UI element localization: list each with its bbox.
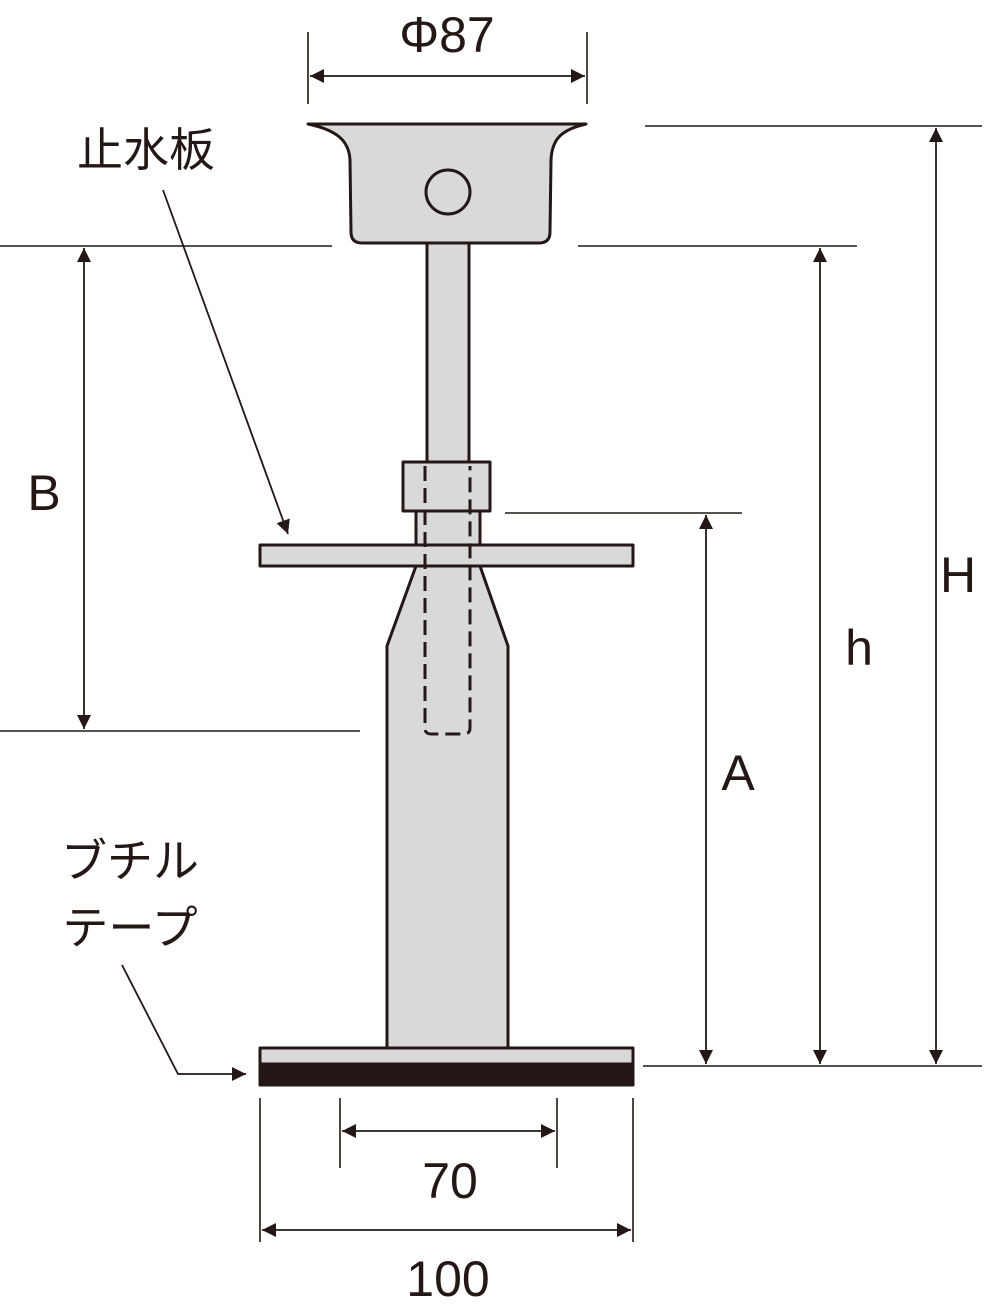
butyl-tape-label-line1: ブチル <box>61 834 199 888</box>
dim-H-label: H <box>940 547 976 603</box>
extension-lines <box>0 32 982 1242</box>
adjust-nut <box>401 460 492 513</box>
butyl-tape-leader <box>121 964 246 1081</box>
dim-A-label: A <box>721 745 755 801</box>
support-body <box>385 564 510 1050</box>
butyl-tape <box>258 1062 635 1087</box>
hidden-thread-outline <box>423 466 472 736</box>
top-diameter-label: Φ87 <box>399 7 495 63</box>
base-plate <box>258 1046 635 1066</box>
inner-width-label: 70 <box>422 1153 478 1209</box>
support-part <box>258 122 635 1087</box>
dim-B-label: B <box>27 465 60 521</box>
dimension-arrows <box>77 69 943 1237</box>
leader-lines <box>121 189 290 1081</box>
water-stop-plate-label: 止水板 <box>77 123 215 177</box>
dim-h-label: h <box>845 620 873 676</box>
water-stop-plate <box>258 543 635 568</box>
butyl-tape-label-line2: テープ <box>62 901 197 955</box>
top-saddle-hole <box>424 168 472 216</box>
base-width-label: 100 <box>406 1251 489 1307</box>
threaded-shaft <box>425 238 471 470</box>
water-stop-plate-leader <box>162 189 290 535</box>
